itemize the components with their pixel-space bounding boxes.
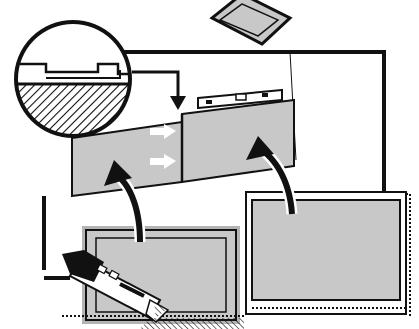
right-arrow (150, 124, 176, 169)
curved-up-arrow (104, 136, 298, 243)
joint-detail-callout (14, 20, 132, 138)
installed-panels (71, 98, 295, 198)
down-arrow (132, 70, 186, 110)
wall-outline (42, 50, 386, 280)
tilted-tile (209, 0, 293, 46)
floor-strip (140, 318, 244, 329)
right-panel (245, 191, 411, 318)
spirit-level-icon (197, 88, 283, 110)
